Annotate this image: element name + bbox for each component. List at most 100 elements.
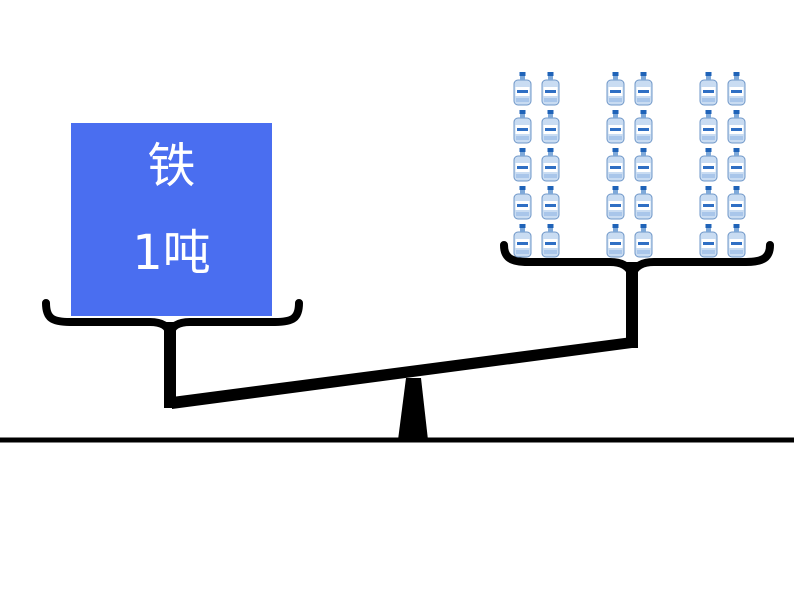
jug-cap	[547, 224, 554, 228]
water-jug	[513, 110, 532, 144]
jug-base	[544, 98, 557, 102]
jug-neck	[706, 228, 711, 232]
right-pan	[500, 241, 774, 283]
jug-neck	[613, 152, 618, 156]
jug-base	[637, 98, 650, 102]
jug-base	[730, 174, 743, 178]
jug-label-stripe	[638, 90, 649, 93]
water-jug	[541, 110, 560, 144]
jug-neck	[520, 76, 525, 80]
jug-base	[544, 136, 557, 140]
jug-cap	[733, 110, 740, 114]
jug-cap	[640, 148, 647, 152]
jug-neck	[548, 76, 553, 80]
jug-cap	[519, 224, 526, 228]
jug-label-stripe	[731, 90, 742, 93]
water-jug	[513, 186, 532, 220]
jug-cap	[640, 224, 647, 228]
jug-neck	[706, 76, 711, 80]
jug-base	[609, 136, 622, 140]
jug-cap	[705, 186, 712, 190]
jug-label-stripe	[731, 128, 742, 131]
jug-cap	[705, 224, 712, 228]
water-jug	[634, 148, 653, 182]
jug-cap	[547, 72, 554, 76]
jug-neck	[734, 152, 739, 156]
jug-label-stripe	[731, 242, 742, 245]
jug-base	[516, 212, 529, 216]
jug-label-stripe	[545, 166, 556, 169]
jug-label-stripe	[517, 166, 528, 169]
jug-cap	[612, 186, 619, 190]
jug-label-stripe	[703, 242, 714, 245]
water-jug	[634, 110, 653, 144]
jug-neck	[641, 190, 646, 194]
water-jug	[541, 148, 560, 182]
jug-cap	[519, 148, 526, 152]
jug-neck	[706, 114, 711, 118]
jug-label-stripe	[545, 128, 556, 131]
jug-label-stripe	[703, 128, 714, 131]
right-pan-post	[626, 262, 638, 348]
water-jug	[541, 224, 560, 258]
jug-label-stripe	[638, 128, 649, 131]
jug-neck	[548, 152, 553, 156]
water-jug	[634, 224, 653, 258]
jug-cap	[547, 110, 554, 114]
water-jug	[699, 72, 718, 106]
jug-base	[544, 174, 557, 178]
jug-label-stripe	[703, 204, 714, 207]
jug-neck	[613, 228, 618, 232]
jug-base	[544, 212, 557, 216]
jug-base	[609, 250, 622, 254]
jug-label-stripe	[703, 90, 714, 93]
iron-material-label: 铁	[147, 138, 196, 194]
jug-neck	[520, 152, 525, 156]
left-pan-post	[164, 322, 176, 408]
water-jug	[634, 72, 653, 106]
jug-label-stripe	[638, 204, 649, 207]
jug-neck	[520, 190, 525, 194]
jug-base	[730, 98, 743, 102]
water-jug	[634, 186, 653, 220]
jug-base	[544, 250, 557, 254]
jug-cap	[612, 224, 619, 228]
jug-label-stripe	[517, 128, 528, 131]
jug-base	[702, 212, 715, 216]
jug-neck	[548, 190, 553, 194]
jug-neck	[706, 190, 711, 194]
water-jug	[727, 110, 746, 144]
jug-base	[637, 212, 650, 216]
jug-label-stripe	[610, 128, 621, 131]
jug-cap	[612, 148, 619, 152]
iron-weight-label: 1吨	[132, 225, 211, 281]
jug-base	[516, 136, 529, 140]
jug-cap	[612, 72, 619, 76]
jug-label-stripe	[545, 242, 556, 245]
jug-label-stripe	[517, 90, 528, 93]
jug-cap	[733, 224, 740, 228]
jug-base	[702, 174, 715, 178]
jug-base	[730, 250, 743, 254]
jug-neck	[548, 228, 553, 232]
jug-base	[637, 250, 650, 254]
jug-neck	[734, 114, 739, 118]
jug-cap	[519, 110, 526, 114]
jug-base	[730, 136, 743, 140]
jug-base	[609, 212, 622, 216]
left-pan	[42, 299, 303, 336]
jug-base	[637, 136, 650, 140]
water-jug	[513, 224, 532, 258]
jug-cap	[519, 72, 526, 76]
jug-label-stripe	[731, 166, 742, 169]
jug-base	[637, 174, 650, 178]
jug-cap	[640, 72, 647, 76]
jug-label-stripe	[731, 204, 742, 207]
jug-base	[702, 136, 715, 140]
jug-neck	[613, 190, 618, 194]
jug-base	[516, 250, 529, 254]
water-jug	[727, 148, 746, 182]
jug-label-stripe	[610, 242, 621, 245]
jug-label-stripe	[610, 204, 621, 207]
